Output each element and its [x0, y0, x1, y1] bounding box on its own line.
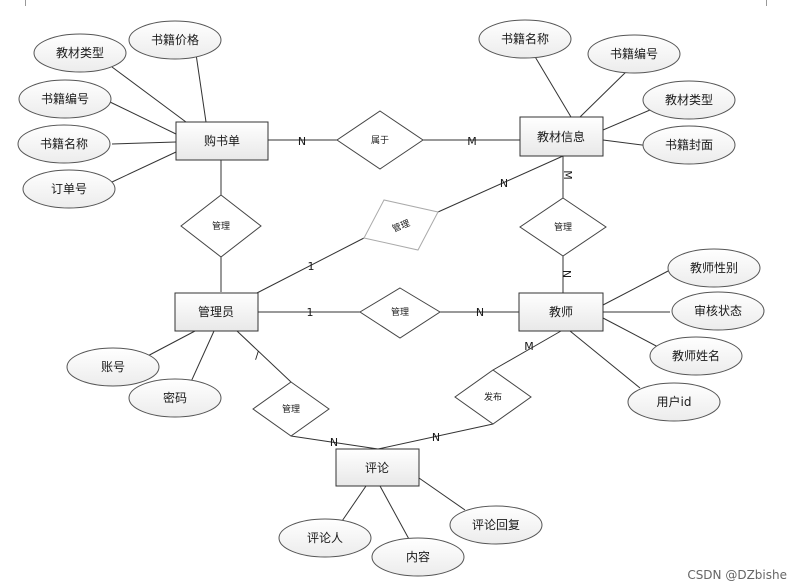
- attr-jiaoshi-name[interactable]: 教师姓名: [649, 336, 743, 376]
- entity-gouwudan-label: 购书单: [204, 133, 240, 148]
- card-jiaocai-rel-bottom: N: [560, 270, 573, 278]
- entity-guanliyuan-label: 管理员: [198, 304, 234, 319]
- relationship-guanli-pinglun-label: 管理: [282, 403, 300, 415]
- attr-jiaoshi-review-label: 审核状态: [694, 303, 742, 318]
- relationship-guanli-gouwudan-label: 管理: [212, 220, 230, 232]
- corner-mark-left: [25, 0, 26, 6]
- attr-jiaoshi-review[interactable]: 审核状态: [671, 291, 765, 331]
- attr-pinglun-content[interactable]: 内容: [371, 537, 465, 577]
- relationship-guanli-faded[interactable]: 管理: [363, 199, 439, 251]
- corner-mark-right: [766, 0, 767, 6]
- attr-pinglun-reply[interactable]: 评论回复: [449, 505, 543, 545]
- relationship-guanli-pinglun[interactable]: 管理: [252, 381, 330, 437]
- attr-jiaocai-type-label: 教材类型: [665, 92, 713, 107]
- connector-lines: [109, 53, 671, 542]
- attr-gouwudan-orderno-label: 订单号: [51, 182, 87, 196]
- attr-jiaocai-type[interactable]: 教材类型: [642, 80, 736, 120]
- relationship-shuyu-label: 属于: [371, 135, 389, 146]
- attr-jiaocai-bookno[interactable]: 书籍编号: [587, 34, 681, 74]
- attr-gouwudan-price[interactable]: 书籍价格: [128, 20, 222, 60]
- entity-guanliyuan[interactable]: 管理员: [174, 292, 259, 332]
- entity-jiaocai-label: 教材信息: [537, 129, 585, 144]
- relationship-guanli-jiaocai-jiaoshi-label: 管理: [554, 221, 572, 233]
- attr-jiaoshi-userid-label: 用户id: [657, 394, 692, 409]
- card-jiaocai-faded: N: [500, 177, 508, 190]
- entity-pinglun-label: 评论: [365, 461, 389, 475]
- attr-gouwudan-type-label: 教材类型: [56, 45, 104, 60]
- card-teacher-fabu: M: [524, 340, 534, 353]
- card-admin-pinglun: /: [255, 349, 259, 362]
- attr-admin-password-label: 密码: [163, 390, 187, 405]
- attr-admin-password[interactable]: 密码: [128, 378, 222, 418]
- attr-jiaocai-bookname[interactable]: 书籍名称: [478, 19, 572, 59]
- attr-gouwudan-bookno[interactable]: 书籍编号: [18, 79, 112, 119]
- cardinality-labels: N M N 1 M N 1 N / N N M: [255, 135, 574, 449]
- card-jiaocai-rel-top: M: [561, 170, 574, 180]
- watermark: CSDN @DZbishe: [687, 568, 787, 582]
- card-admin-faded: 1: [308, 260, 315, 273]
- attr-jiaocai-bookno-label: 书籍编号: [610, 46, 658, 61]
- attr-pinglun-reply-label: 评论回复: [472, 518, 520, 532]
- attr-admin-account[interactable]: 账号: [66, 347, 160, 387]
- relationship-fabu[interactable]: 发布: [454, 369, 532, 425]
- attr-pinglun-reviewer[interactable]: 评论人: [278, 518, 372, 558]
- attr-jiaocai-bookname-label: 书籍名称: [501, 31, 549, 46]
- relationship-guanli-gouwudan[interactable]: 管理: [180, 194, 262, 258]
- entity-pinglun[interactable]: 评论: [335, 448, 420, 487]
- entity-jiaocai[interactable]: 教材信息: [519, 116, 604, 157]
- attr-gouwudan-bookname-label: 书籍名称: [40, 136, 88, 151]
- attr-jiaocai-cover-label: 书籍封面: [665, 137, 713, 152]
- relationship-shuyu[interactable]: 属于: [336, 110, 424, 170]
- attr-gouwudan-bookname[interactable]: 书籍名称: [17, 124, 111, 164]
- card-admin-rel: 1: [307, 306, 314, 319]
- attr-admin-account-label: 账号: [101, 360, 125, 374]
- card-pinglun-left: N: [330, 436, 338, 449]
- attr-jiaoshi-gender-label: 教师性别: [690, 260, 738, 275]
- attr-gouwudan-orderno[interactable]: 订单号: [22, 169, 116, 209]
- card-pinglun-right: N: [432, 431, 440, 444]
- attr-gouwudan-type[interactable]: 教材类型: [33, 33, 127, 73]
- card-gouwudan-shuyu: N: [298, 135, 306, 148]
- attr-pinglun-reviewer-label: 评论人: [307, 531, 343, 545]
- entity-jiaoshi-label: 教师: [549, 304, 573, 319]
- relationship-guanli-jiaocai-jiaoshi[interactable]: 管理: [519, 197, 607, 257]
- attr-jiaocai-cover[interactable]: 书籍封面: [642, 125, 736, 165]
- entity-gouwudan[interactable]: 购书单: [175, 121, 269, 161]
- card-rel-teacher: N: [476, 306, 484, 319]
- attr-jiaoshi-name-label: 教师姓名: [672, 348, 720, 363]
- attr-gouwudan-price-label: 书籍价格: [151, 32, 199, 47]
- relationship-fabu-label: 发布: [484, 391, 502, 403]
- relationship-guanli-admin-teacher[interactable]: 管理: [359, 287, 441, 339]
- relationship-guanli-admin-teacher-label: 管理: [391, 306, 409, 318]
- attr-jiaoshi-gender[interactable]: 教师性别: [667, 248, 761, 288]
- card-shuyu-jiaocai: M: [467, 135, 477, 148]
- attr-jiaoshi-userid[interactable]: 用户id: [627, 382, 721, 422]
- attr-gouwudan-bookno-label: 书籍编号: [41, 91, 89, 106]
- attr-pinglun-content-label: 内容: [406, 549, 430, 564]
- entity-jiaoshi[interactable]: 教师: [518, 292, 604, 332]
